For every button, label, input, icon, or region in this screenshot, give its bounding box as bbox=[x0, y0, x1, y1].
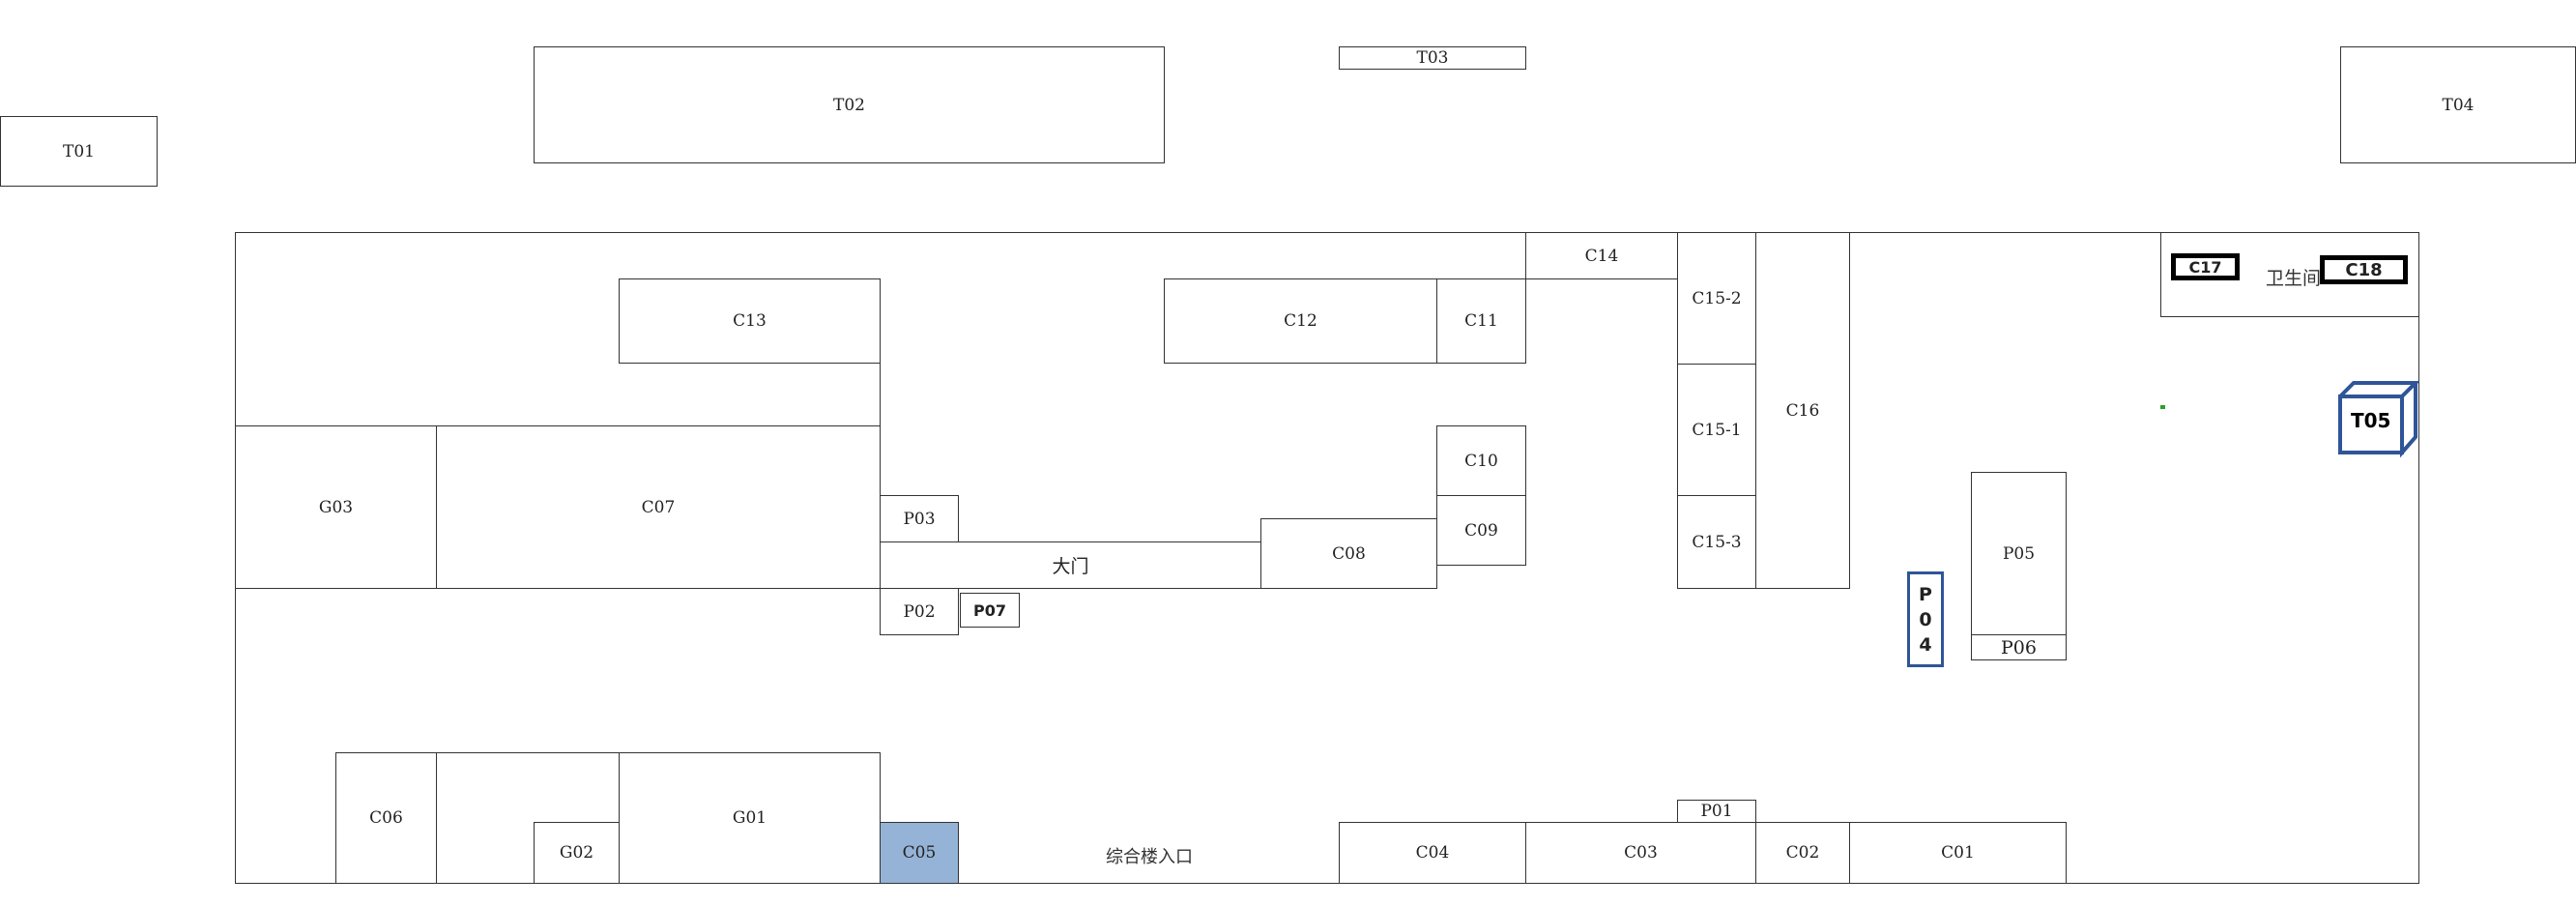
label-c10: C10 bbox=[1464, 451, 1498, 471]
label-t05: T05 bbox=[2351, 409, 2391, 432]
room-c15-1: C15-1 bbox=[1677, 364, 1756, 496]
label-complex-entrance: 综合楼入口 bbox=[1106, 847, 1193, 867]
room-g02: G02 bbox=[534, 822, 620, 884]
label-c01: C01 bbox=[1941, 843, 1975, 863]
label-t01: T01 bbox=[63, 141, 95, 161]
room-p04: P 0 4 bbox=[1907, 571, 1944, 667]
label-p06: P06 bbox=[2001, 636, 2037, 658]
label-p03: P03 bbox=[903, 509, 936, 529]
room-c15-2: C15-2 bbox=[1677, 232, 1756, 365]
room-p03: P03 bbox=[880, 495, 959, 542]
label-c17: C17 bbox=[2188, 257, 2222, 277]
room-g01: G01 bbox=[619, 752, 881, 884]
room-c16: C16 bbox=[1755, 232, 1850, 589]
room-c06: C06 bbox=[335, 752, 437, 884]
room-c18: C18 bbox=[2320, 255, 2408, 284]
room-c02: C02 bbox=[1755, 822, 1850, 884]
label-t02: T02 bbox=[833, 95, 865, 115]
room-p07: P07 bbox=[960, 593, 1020, 628]
marker-dot bbox=[2160, 405, 2165, 409]
room-c13: C13 bbox=[619, 278, 881, 364]
label-p01: P01 bbox=[1700, 802, 1733, 821]
label-p07: P07 bbox=[973, 600, 1006, 620]
restroom-area bbox=[2160, 232, 2419, 317]
label-p04-char: 4 bbox=[1919, 633, 1932, 656]
label-g01: G01 bbox=[732, 808, 767, 828]
label-c06: C06 bbox=[369, 808, 403, 828]
label-c09: C09 bbox=[1464, 520, 1498, 541]
label-g02: G02 bbox=[559, 843, 594, 863]
block-t04: T04 bbox=[2340, 46, 2576, 163]
label-t03: T03 bbox=[1416, 48, 1449, 68]
label-c15-2: C15-2 bbox=[1692, 288, 1742, 308]
label-t04: T04 bbox=[2442, 95, 2475, 115]
block-t02: T02 bbox=[534, 46, 1165, 163]
room-c04: C04 bbox=[1339, 822, 1526, 884]
room-p05: P05 bbox=[1971, 472, 2067, 635]
label-c11: C11 bbox=[1464, 311, 1498, 331]
label-c16: C16 bbox=[1785, 400, 1820, 421]
room-c03: C03 bbox=[1525, 822, 1756, 884]
label-p04-char: P bbox=[1919, 583, 1932, 605]
label-g03: G03 bbox=[318, 497, 354, 517]
label-c05: C05 bbox=[902, 843, 937, 863]
main-gate-corridor: 大门 bbox=[880, 541, 1261, 589]
label-c03: C03 bbox=[1624, 843, 1658, 863]
label-c08: C08 bbox=[1332, 543, 1366, 564]
block-t05-cube bbox=[2338, 381, 2419, 458]
label-restroom: 卫生间 bbox=[2266, 268, 2322, 289]
block-t01: T01 bbox=[0, 116, 158, 187]
block-t03: T03 bbox=[1339, 46, 1526, 70]
room-c05: C05 bbox=[880, 822, 959, 884]
label-p04-char: 0 bbox=[1919, 608, 1932, 630]
room-c15-3: C15-3 bbox=[1677, 495, 1756, 589]
label-c14: C14 bbox=[1584, 246, 1619, 266]
label-c15-3: C15-3 bbox=[1692, 532, 1742, 552]
room-p06: P06 bbox=[1971, 634, 2067, 660]
room-c17: C17 bbox=[2171, 253, 2240, 280]
room-c14: C14 bbox=[1525, 232, 1678, 279]
room-c10: C10 bbox=[1436, 425, 1526, 496]
room-c09: C09 bbox=[1436, 495, 1526, 566]
room-p02: P02 bbox=[880, 588, 959, 635]
label-c04: C04 bbox=[1415, 843, 1450, 863]
label-c18: C18 bbox=[2345, 259, 2383, 280]
label-c07: C07 bbox=[641, 497, 676, 517]
label-c15-1: C15-1 bbox=[1692, 420, 1742, 440]
room-c07: C07 bbox=[436, 425, 881, 589]
label-p02: P02 bbox=[903, 601, 936, 622]
room-c01: C01 bbox=[1849, 822, 2067, 884]
label-c13: C13 bbox=[733, 311, 767, 331]
label-p05: P05 bbox=[2002, 543, 2036, 564]
room-c11: C11 bbox=[1436, 278, 1526, 364]
label-main-gate: 大门 bbox=[1052, 556, 1089, 577]
label-c12: C12 bbox=[1284, 311, 1317, 331]
room-c12: C12 bbox=[1164, 278, 1437, 364]
label-c02: C02 bbox=[1785, 843, 1820, 863]
room-p01: P01 bbox=[1677, 800, 1756, 823]
room-c08: C08 bbox=[1260, 518, 1437, 589]
room-g03: G03 bbox=[235, 425, 437, 589]
